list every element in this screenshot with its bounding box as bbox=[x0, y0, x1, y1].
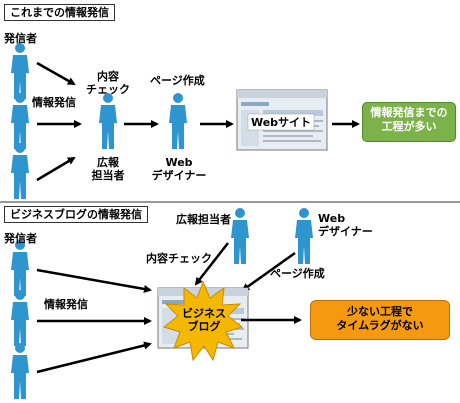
pr-person-icon bbox=[99, 93, 117, 149]
top-check-label-line1: 内容 bbox=[97, 70, 119, 83]
b-arrow-sender1 bbox=[36, 268, 152, 293]
b-arrow-designer-page bbox=[241, 251, 296, 292]
top-designer-label-line2: デザイナー bbox=[151, 169, 207, 182]
blog-burst-label: ビジネス ブログ bbox=[172, 307, 236, 333]
top-sender-label: 発信者 bbox=[4, 32, 37, 45]
top-check-label: 内容 チェック bbox=[84, 70, 132, 96]
website-label-bg bbox=[247, 113, 315, 131]
b-arrow-pr-check bbox=[194, 242, 229, 286]
top-result-line2: 工程が多い bbox=[381, 120, 437, 133]
blog-burst-label-line1: ビジネス bbox=[182, 307, 226, 320]
b-pr-person-icon bbox=[231, 208, 249, 264]
arrow-sender1-to-pr bbox=[36, 61, 76, 86]
top-check-label-line2: チェック bbox=[86, 83, 130, 96]
bottom-pr-label: 広報担当者 bbox=[176, 213, 231, 226]
top-designer-label-line1: Web bbox=[165, 156, 193, 169]
bottom-result-box: 少ない工程で タイムラグがない bbox=[310, 300, 450, 340]
top-result-box: 情報発信までの 工程が多い bbox=[362, 102, 456, 142]
designer-person-icon bbox=[169, 93, 187, 149]
bottom-designer-label-line2: デザイナー bbox=[318, 225, 373, 238]
sender-person-icon-1 bbox=[11, 43, 29, 99]
bottom-result-line2: タイムラグがない bbox=[336, 319, 424, 332]
bottom-result-line1: 少ない工程で bbox=[347, 305, 413, 318]
top-pr-label-line1: 広報 bbox=[97, 156, 119, 169]
b-designer-person-icon bbox=[295, 208, 313, 264]
b-sender-person-icon-1 bbox=[11, 240, 29, 296]
website-label: Webサイト bbox=[250, 116, 312, 129]
arrow-sender3-to-pr bbox=[36, 156, 76, 182]
blog-burst-shape bbox=[162, 280, 244, 362]
bottom-sender-label: 発信者 bbox=[4, 232, 37, 245]
bottom-designer-label: Web デザイナー bbox=[318, 212, 373, 238]
top-designer-label: Web デザイナー bbox=[148, 156, 210, 182]
bottom-section-title: ビジネスブログの情報発信 bbox=[4, 206, 148, 223]
top-pr-label-line2: 担当者 bbox=[91, 169, 125, 182]
bottom-info-label: 情報発信 bbox=[44, 298, 88, 311]
sender-person-icon-3 bbox=[11, 143, 29, 199]
top-page-label: ページ作成 bbox=[150, 74, 205, 87]
bottom-check-label: 内容チェック bbox=[146, 252, 212, 265]
b-sender-person-icon-3 bbox=[11, 343, 29, 399]
blog-burst-label-line2: ブログ bbox=[187, 320, 221, 333]
bottom-page-label: ページ作成 bbox=[270, 267, 325, 280]
b-arrow-sender3 bbox=[36, 341, 152, 374]
top-section-title: これまでの情報発信 bbox=[4, 4, 115, 21]
top-info-label: 情報発信 bbox=[32, 96, 76, 109]
section-divider bbox=[0, 201, 460, 203]
b-sender-person-icon-2 bbox=[11, 290, 29, 346]
bottom-designer-label-line1: Web bbox=[318, 212, 346, 225]
sender-person-icon-2 bbox=[11, 93, 29, 149]
top-result-line1: 情報発信までの bbox=[370, 106, 448, 119]
top-pr-label: 広報 担当者 bbox=[84, 156, 132, 182]
